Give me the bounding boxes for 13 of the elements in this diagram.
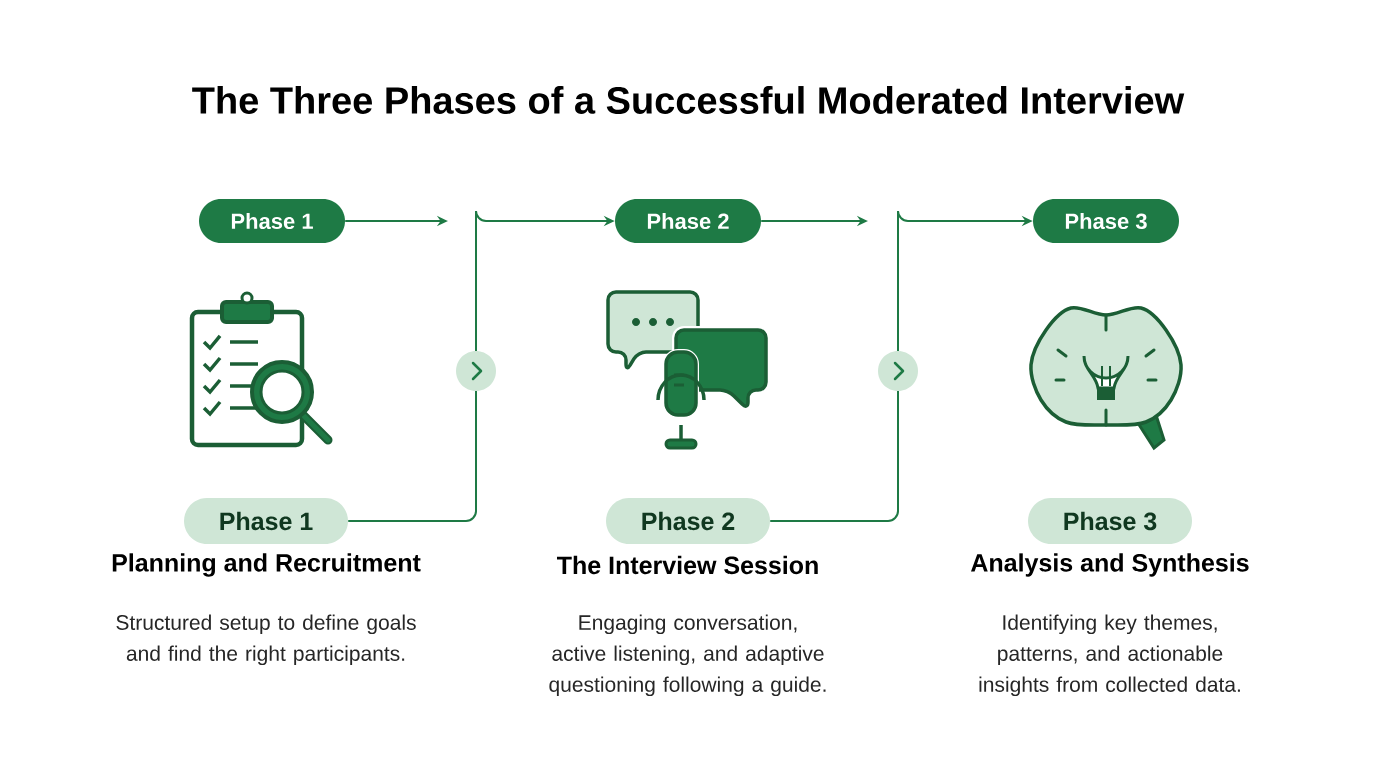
phase-pill: Phase 1 xyxy=(199,199,345,243)
phase-description: Engaging conversation, active listening, and adaptive questioning following a guide. xyxy=(549,614,826,697)
phase-heading: The Interview Session xyxy=(557,555,818,575)
phase-description: Identifying key themes, patterns, and actionable insights from collected data. xyxy=(979,614,1240,697)
phase-heading: Planning and Recruitment xyxy=(112,553,421,577)
title: The Three Phases of a Successful Moderated Interview xyxy=(192,86,1185,114)
phase-pill: Phase 3 xyxy=(1033,199,1179,243)
phase-pill: Phase 3 xyxy=(1028,498,1192,544)
phase-pill: Phase 1 xyxy=(184,498,348,544)
phase-heading: Analysis and Synthesis xyxy=(971,553,1249,577)
phase-pill: Phase 2 xyxy=(606,498,770,544)
phase-description: Structured setup to define goals and find the right participants. xyxy=(116,614,416,666)
phase-pill: Phase 2 xyxy=(615,199,761,243)
